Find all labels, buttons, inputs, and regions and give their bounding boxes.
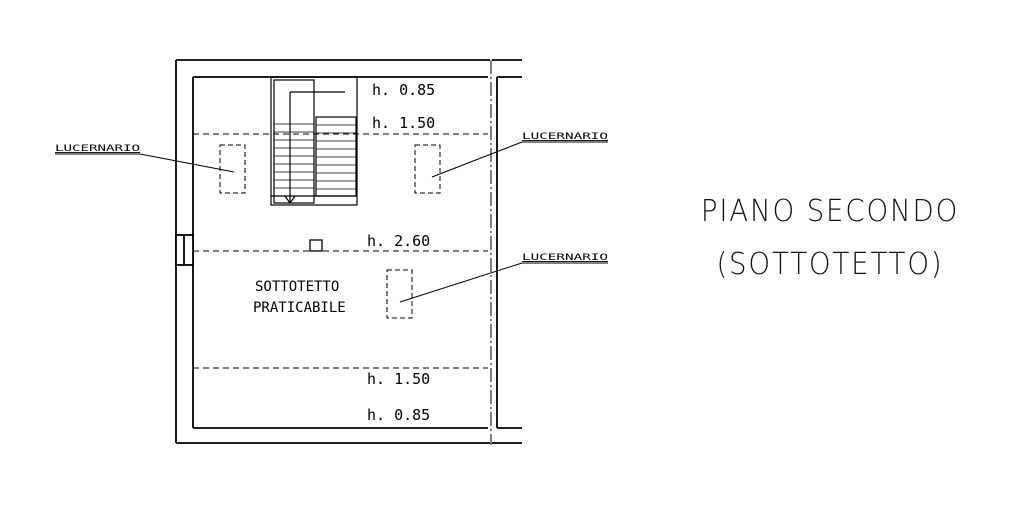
skylight-center [386,269,413,319]
skylight-right [414,144,441,194]
height-label-bottom-150: h. 1.50 [367,370,430,388]
leader-lines [55,141,608,303]
staircase [270,76,358,206]
height-label-bottom-085: h. 0.85 [367,406,430,424]
height-label-top-150: h. 1.50 [372,114,435,132]
room-label-line2: PRATICABILE [253,300,346,316]
height-contours [193,133,488,369]
title-line1: PIANO SECONDO [700,194,960,229]
room-label-line1: SOTTOTETTO [255,279,339,295]
column-marker [309,239,323,252]
title-line2: (SOTTOTETTO) [716,247,944,282]
skylight-label-center: LUCERNARIO [522,253,608,263]
skylight-label-left: LUCERNARIO [55,144,140,154]
skylight-left [219,144,246,194]
height-label-260: h. 2.60 [367,232,430,250]
height-label-top-085: h. 0.85 [372,81,435,99]
skylight-label-right: LUCERNARIO [522,132,608,142]
